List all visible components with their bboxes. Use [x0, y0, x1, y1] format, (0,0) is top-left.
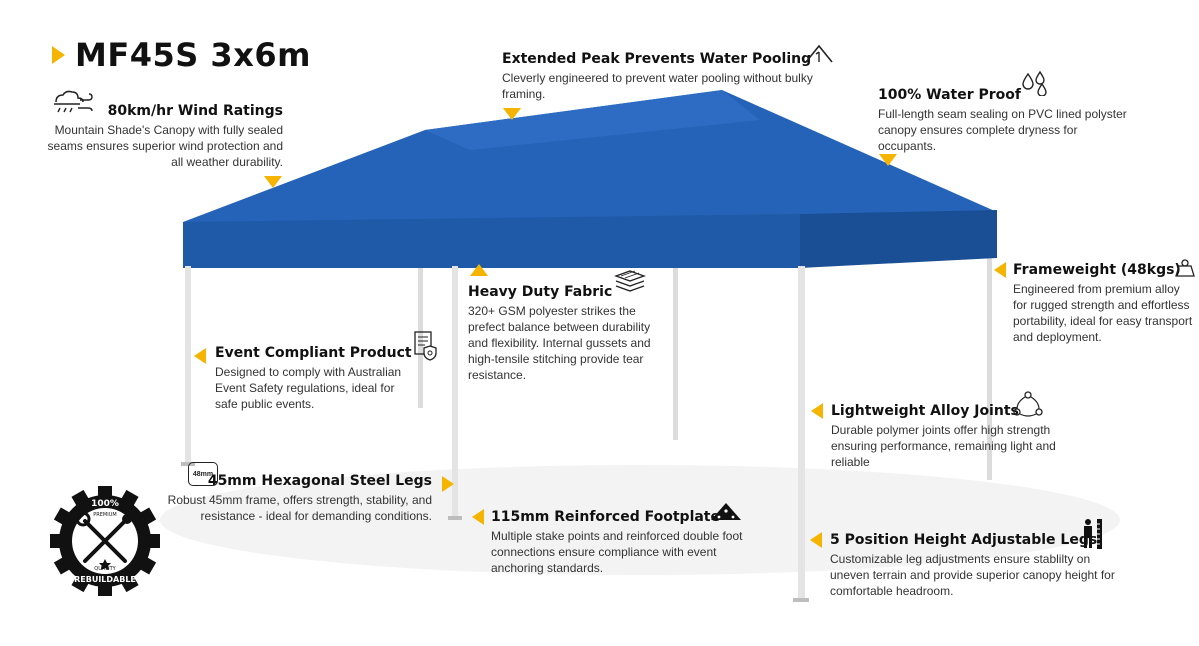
- feature-peak-desc: Cleverly engineered to prevent water poo…: [502, 71, 813, 101]
- fabric-layers-icon: [614, 270, 646, 292]
- feature-waterproof-title: 100% Water Proof: [878, 87, 1021, 103]
- product-name: MF45S 3x6m: [75, 36, 311, 74]
- canopy-valance-front: [183, 214, 800, 268]
- leg-front-left: [185, 266, 191, 464]
- feature-height: 5 Position Height Adjustable Legs Custom…: [830, 531, 1120, 599]
- feature-event-title: Event Compliant Product: [215, 345, 412, 361]
- feature-fabric: Heavy Duty Fabric 320+ GSM polyester str…: [468, 283, 668, 383]
- wind-cloud-icon: [54, 90, 93, 113]
- footplate-right: [793, 598, 809, 602]
- wind-arrow-icon: [264, 176, 282, 188]
- feature-joints: Lightweight Alloy Joints Durable polymer…: [831, 402, 1081, 470]
- feature-joints-title: Lightweight Alloy Joints: [831, 403, 1019, 419]
- title-marker-icon: [52, 46, 65, 64]
- feature-footplate-desc: Multiple stake points and reinforced dou…: [491, 529, 743, 575]
- feature-peak-title: Extended Peak Prevents Water Pooling: [502, 51, 812, 67]
- feature-legs: 45mm Hexagonal Steel Legs Robust 45mm fr…: [150, 472, 432, 524]
- leg-back-right: [987, 222, 992, 480]
- feature-height-title: 5 Position Height Adjustable Legs: [830, 532, 1098, 548]
- feature-frameweight-title: Frameweight (48kgs): [1013, 262, 1181, 278]
- badge-sub-text: PREMIUM: [93, 512, 116, 518]
- feature-fabric-desc: 320+ GSM polyester strikes the prefect b…: [468, 304, 651, 382]
- canopy-roof: [183, 90, 997, 222]
- leg-front-right: [798, 266, 805, 600]
- feature-wind-title: 80km/hr Wind Ratings: [107, 103, 283, 119]
- feature-waterproof-desc: Full-length seam sealing on PVC lined po…: [878, 107, 1127, 153]
- badge-quality-text: QUALITY: [94, 566, 116, 572]
- feature-footplate: 115mm Reinforced Footplate Multiple stak…: [491, 508, 751, 576]
- feature-height-desc: Customizable leg adjustments ensure stab…: [830, 552, 1115, 598]
- certificate-icon: [414, 331, 437, 361]
- peak-roof-icon: [805, 44, 833, 63]
- feature-legs-title: 45mm Hexagonal Steel Legs: [207, 473, 432, 489]
- height-arrow-icon: [810, 532, 822, 548]
- leg-back-middle: [673, 258, 678, 440]
- feature-frameweight: Frameweight (48kgs) Engineered from prem…: [1013, 261, 1193, 345]
- leg-size-icon: 48mm: [188, 462, 218, 486]
- peak-arrow-icon: [503, 108, 521, 120]
- frameweight-arrow-icon: [994, 262, 1006, 278]
- weight-icon: [1175, 259, 1195, 277]
- feature-wind: 80km/hr Wind Ratings Mountain Shade's Ca…: [40, 102, 283, 170]
- tent-shadow: [160, 465, 1120, 575]
- feature-legs-desc: Robust 45mm frame, offers strength, stab…: [167, 493, 432, 523]
- badge-top-text: 100%: [91, 499, 119, 509]
- footplate-middle: [448, 516, 462, 520]
- badge-bottom-text: REBUILDABLE: [74, 575, 136, 584]
- canopy-roof-highlight: [425, 90, 760, 150]
- canopy-valance-side: [800, 210, 997, 268]
- leg-back-left: [418, 262, 423, 408]
- feature-fabric-title: Heavy Duty Fabric: [468, 284, 613, 300]
- rebuildable-badge: 100% PREMIUM QUALITY REBUILDABLE: [50, 486, 160, 596]
- feature-footplate-title: 115mm Reinforced Footplate: [491, 509, 720, 525]
- leg-front-middle: [452, 266, 458, 518]
- joints-icon: [1013, 391, 1043, 417]
- waterproof-arrow-icon: [879, 154, 897, 166]
- footplate-icon: [711, 503, 741, 520]
- height-ruler-icon: [1084, 519, 1102, 549]
- joints-arrow-icon: [811, 403, 823, 419]
- feature-peak: Extended Peak Prevents Water Pooling Cle…: [502, 50, 822, 102]
- feature-event-desc: Designed to comply with Australian Event…: [215, 365, 402, 411]
- feature-waterproof: 100% Water Proof Full-length seam sealin…: [878, 86, 1128, 154]
- event-arrow-icon: [194, 348, 206, 364]
- legs-arrow-icon: [442, 476, 454, 492]
- leg-size-icon-text: 48mm: [192, 470, 214, 478]
- product-title: MF45S 3x6m: [52, 36, 311, 74]
- feature-event: Event Compliant Product Designed to comp…: [215, 344, 415, 412]
- water-drops-icon: [1022, 70, 1047, 96]
- feature-frameweight-desc: Engineered from premium alloy for rugged…: [1013, 282, 1193, 344]
- fabric-arrow-icon: [470, 264, 488, 276]
- feature-joints-desc: Durable polymer joints offer high streng…: [831, 423, 1056, 469]
- feature-wind-desc: Mountain Shade's Canopy with fully seale…: [47, 123, 283, 169]
- footplate-arrow-icon: [472, 509, 484, 525]
